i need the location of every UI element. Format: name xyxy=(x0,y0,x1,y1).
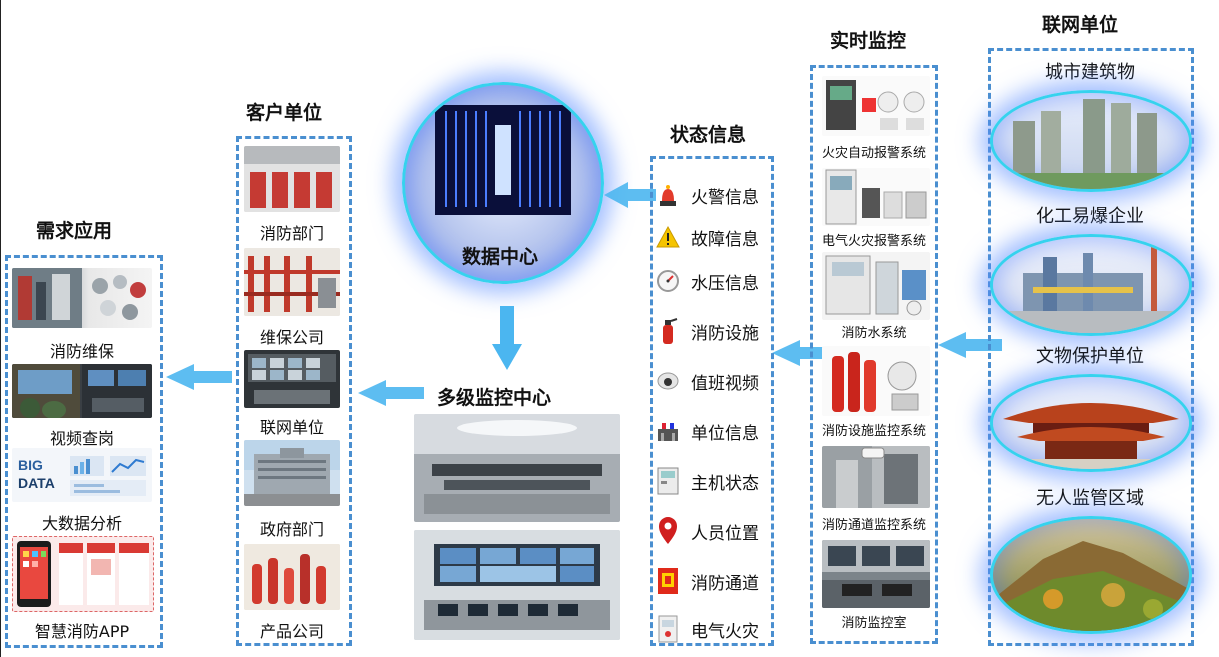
chemical-enterprise-ellipse xyxy=(990,234,1192,336)
status-item-electrical-fire: 电气火灾 xyxy=(655,614,759,644)
left-arrow-to-demand xyxy=(166,364,232,390)
status-item-unit-info: 单位信息 xyxy=(655,416,759,446)
networked-title: 联网单位 xyxy=(1042,14,1119,36)
status-item-label: 主机状态 xyxy=(691,473,759,494)
left-arrow-to-customer xyxy=(358,380,424,406)
networked-unit-photo xyxy=(244,350,340,408)
status-item-label: 人员位置 xyxy=(691,523,759,544)
big-data-graphic: BIG DATA xyxy=(12,448,152,502)
status-item-host-status: 主机状态 xyxy=(655,466,759,496)
video-check-photo xyxy=(12,364,152,418)
facility-monitoring-photo xyxy=(822,346,930,416)
realtime-item-label: 消防通道监控系统 xyxy=(821,518,926,533)
customer-item-label: 政府部门 xyxy=(259,520,324,539)
maintenance-company-photo xyxy=(244,248,340,316)
status-item-facilities: 消防设施 xyxy=(655,316,759,346)
pressure-gauge-icon xyxy=(655,268,681,294)
unsupervised-area-ellipse xyxy=(990,516,1192,634)
electrical-fire-system-photo xyxy=(822,168,930,226)
networked-item-label: 文物保护单位 xyxy=(1036,346,1144,367)
monitor-center-title: 多级监控中心 xyxy=(437,387,552,409)
realtime-item-label: 消防水系统 xyxy=(841,326,907,341)
status-item-label: 水压信息 xyxy=(691,273,759,294)
demand-item-label: 视频查岗 xyxy=(49,429,114,448)
status-item-label: 电气火灾 xyxy=(691,621,759,642)
control-panel-icon xyxy=(655,467,681,495)
customer-box xyxy=(236,136,352,646)
networked-box xyxy=(988,48,1194,646)
realtime-item-label: 消防设施监控系统 xyxy=(821,424,926,439)
water-system-photo xyxy=(822,252,930,320)
passage-monitoring-photo xyxy=(822,446,930,508)
electrical-detector-icon xyxy=(655,615,681,643)
left-edge-line xyxy=(0,0,1,657)
location-pin-icon xyxy=(655,517,681,544)
demand-title: 需求应用 xyxy=(36,220,113,242)
data-center-label: 数据中心 xyxy=(461,246,538,268)
government-dept-photo xyxy=(244,440,340,506)
smart-fire-app-graphic xyxy=(12,536,154,612)
left-arrow-to-status xyxy=(772,340,838,366)
customer-item-label: 联网单位 xyxy=(259,418,324,437)
product-company-photo xyxy=(244,544,340,610)
status-item-water-pressure: 水压信息 xyxy=(655,266,759,296)
status-item-label: 消防设施 xyxy=(691,323,759,344)
status-item-fire-passage: 消防通道 xyxy=(655,566,759,596)
customer-item-label: 消防部门 xyxy=(259,224,324,243)
realtime-item-label: 消防监控室 xyxy=(841,616,907,631)
status-item-fault: 故障信息 xyxy=(655,222,759,252)
svg-text:DATA: DATA xyxy=(18,475,55,491)
realtime-item-label: 火灾自动报警系统 xyxy=(821,146,926,161)
networked-item-label: 城市建筑物 xyxy=(1045,62,1135,83)
fire-alarm-system-photo xyxy=(822,76,930,136)
camera-icon xyxy=(655,368,681,394)
down-arrow xyxy=(492,306,522,370)
status-title: 状态信息 xyxy=(670,124,747,146)
left-arrow-to-data-center xyxy=(604,182,656,208)
demand-item-label: 智慧消防APP xyxy=(34,622,130,641)
building-icon xyxy=(655,418,681,444)
left-arrow-to-realtime xyxy=(938,332,1002,358)
status-item-label: 消防通道 xyxy=(691,573,759,594)
status-item-fire-alarm: 火警信息 xyxy=(655,180,759,210)
status-item-label: 值班视频 xyxy=(691,373,759,394)
monitoring-room-photo xyxy=(822,540,930,608)
realtime-box xyxy=(810,65,938,644)
data-center-circle xyxy=(402,82,604,284)
customer-title: 客户单位 xyxy=(246,102,323,124)
customer-item-label: 维保公司 xyxy=(259,328,324,347)
heritage-ellipse xyxy=(990,374,1192,472)
status-item-label: 火警信息 xyxy=(691,187,759,208)
status-item-label: 故障信息 xyxy=(691,229,759,250)
monitor-center-photo-2 xyxy=(414,530,620,640)
demand-item-label: 大数据分析 xyxy=(41,514,122,533)
monitor-center-photo-1 xyxy=(414,414,620,522)
passage-sign-icon xyxy=(655,568,681,594)
city-building-ellipse xyxy=(990,90,1192,192)
status-item-personnel-location: 人员位置 xyxy=(655,516,759,546)
status-item-label: 单位信息 xyxy=(691,423,759,444)
fire-dept-photo xyxy=(244,146,340,212)
networked-item-label: 化工易爆企业 xyxy=(1036,206,1144,227)
alarm-light-icon xyxy=(655,182,681,208)
realtime-item-label: 电气火灾报警系统 xyxy=(821,234,926,249)
realtime-title: 实时监控 xyxy=(830,30,907,52)
svg-text:BIG: BIG xyxy=(18,457,43,473)
demand-item-label: 消防维保 xyxy=(49,342,114,361)
warning-icon xyxy=(655,224,681,250)
demand-box xyxy=(5,255,163,648)
status-item-duty-video: 值班视频 xyxy=(655,366,759,396)
networked-item-label: 无人监管区域 xyxy=(1036,488,1144,509)
maintenance-photo xyxy=(12,268,152,328)
fire-extinguisher-icon xyxy=(655,318,681,344)
customer-item-label: 产品公司 xyxy=(259,622,324,641)
status-box xyxy=(650,156,774,646)
